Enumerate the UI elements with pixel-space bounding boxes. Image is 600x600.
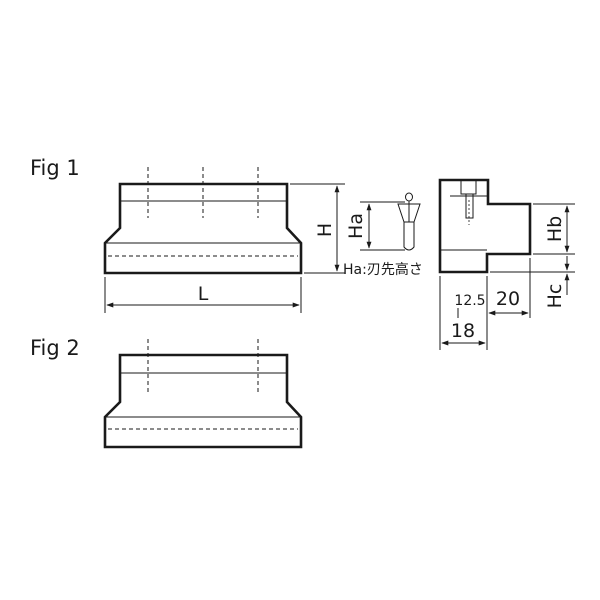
dimension-hb: Hb <box>533 203 575 255</box>
dimension-h-label: H <box>314 223 336 237</box>
dimension-ha: Ha <box>345 201 405 251</box>
dimension-l: L <box>104 277 302 313</box>
dimension-hb-label: Hb <box>544 216 566 242</box>
fig1-side-view <box>438 178 532 274</box>
dimension-ha-label: Ha <box>345 213 367 239</box>
dimension-hc: Hc <box>490 256 575 308</box>
dimension-125-label: 12.5 <box>454 293 485 309</box>
fig2-label: Fig 2 <box>30 336 80 360</box>
fig1-front-view <box>103 167 303 275</box>
fig1-label: Fig 1 <box>30 156 80 180</box>
dimension-18-label: 18 <box>451 320 475 342</box>
dimension-l-label: L <box>198 283 209 305</box>
fig2-front-view <box>103 339 303 449</box>
dimension-20-label: 20 <box>496 288 520 310</box>
dimension-bottom-side: 12.5 20 18 <box>439 258 531 350</box>
cutting-edge-icon <box>397 192 421 251</box>
ha-note: Ha:刃先高さ <box>343 261 423 278</box>
dimension-h: H <box>290 183 345 274</box>
dimension-hc-label: Hc <box>544 284 566 309</box>
